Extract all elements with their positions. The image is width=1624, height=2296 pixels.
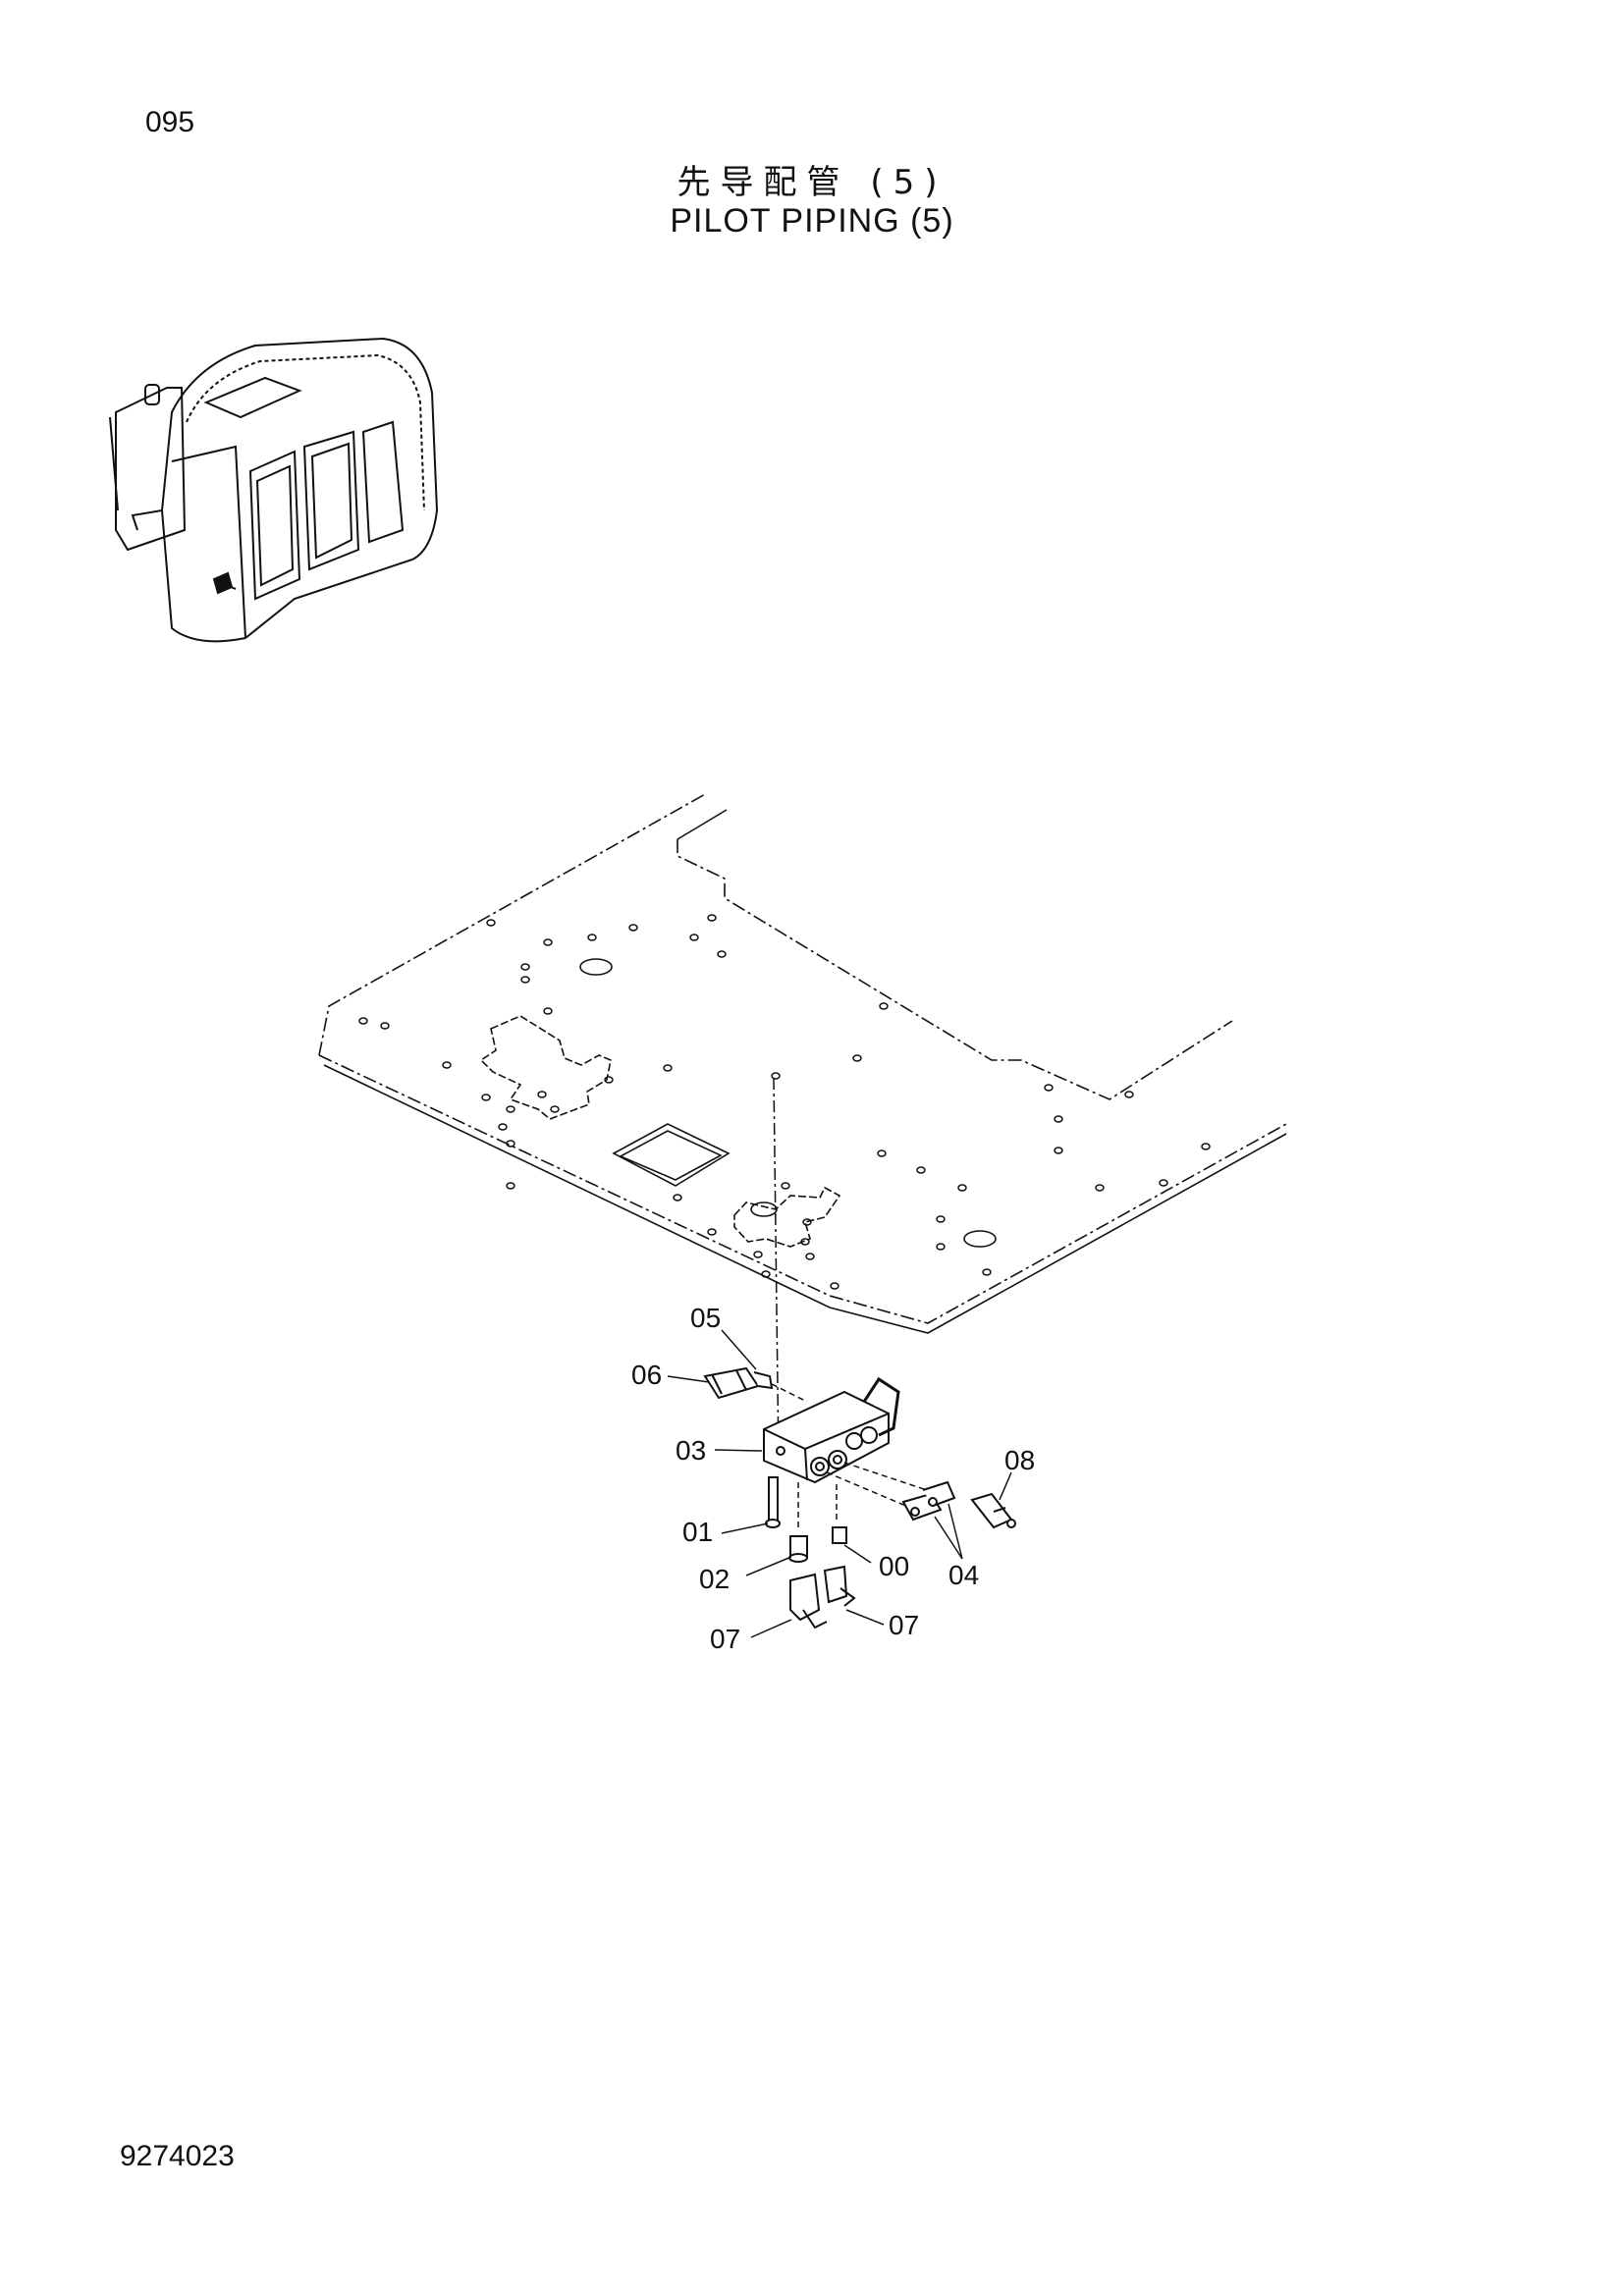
document-number: 9274023: [120, 2140, 235, 2172]
callout-04: 04: [948, 1560, 979, 1590]
callout-01: 01: [682, 1517, 713, 1547]
title-chinese: 先导配管 (5): [677, 163, 947, 202]
page-number: 095: [145, 106, 195, 138]
callout-03: 03: [676, 1435, 706, 1466]
leader-lines: [667, 1329, 1012, 1638]
valve-assembly: [703, 1366, 1016, 1629]
callout-08: 08: [1004, 1445, 1035, 1475]
plate-holes: [358, 914, 1211, 1290]
center-line: [773, 1077, 780, 1464]
callout-07-right: 07: [889, 1610, 919, 1640]
callout-05: 05: [690, 1303, 721, 1333]
callout-07-left: 07: [710, 1624, 740, 1654]
cab-thumbnail: [109, 337, 439, 643]
title-english: PILOT PIPING (5): [670, 202, 954, 240]
callout-00: 00: [879, 1551, 909, 1581]
floor-plate: [318, 792, 1287, 1334]
callout-02: 02: [699, 1564, 730, 1594]
callout-06: 06: [631, 1360, 662, 1390]
